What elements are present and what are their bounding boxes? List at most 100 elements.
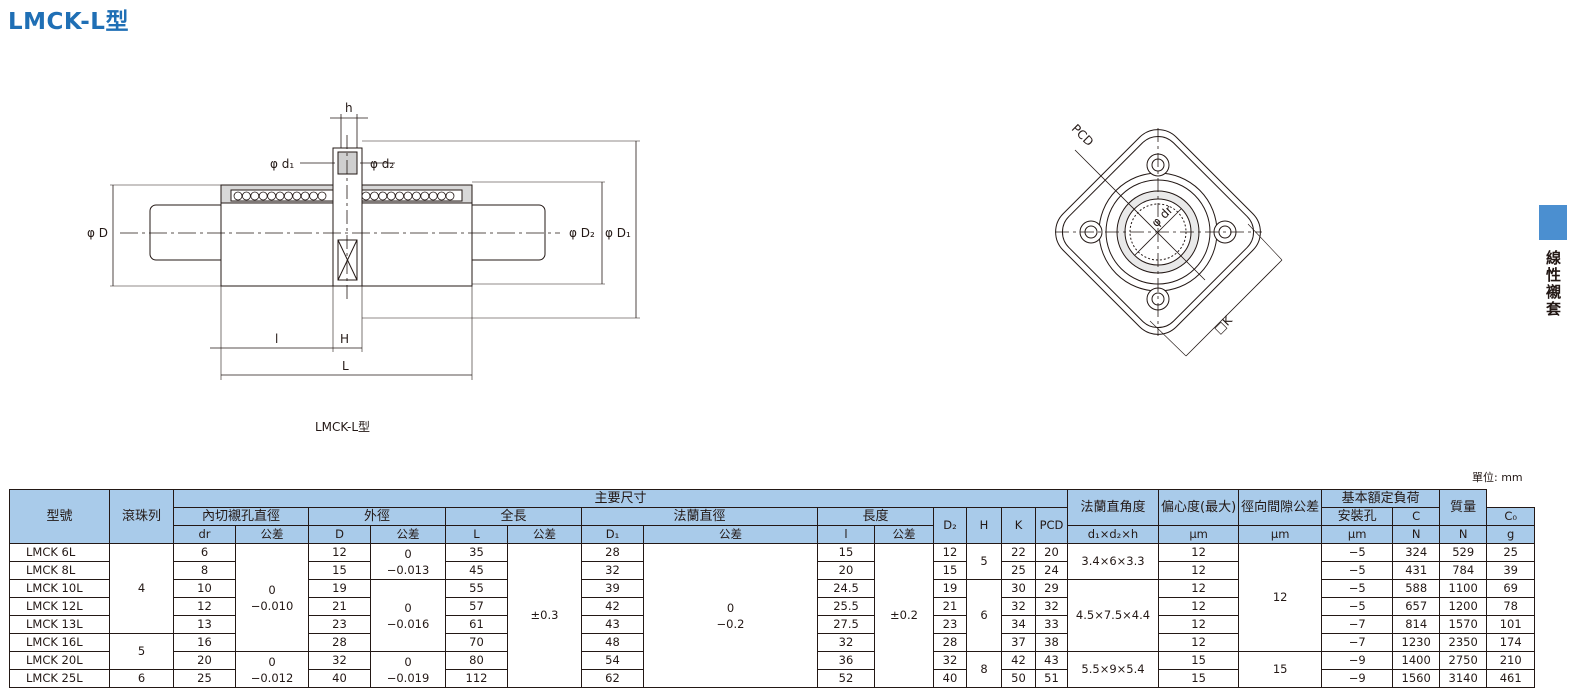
cell-D-tol: 0−0.013	[370, 543, 446, 580]
ball	[403, 191, 413, 201]
cell-ball-rows: 5	[109, 633, 174, 670]
ball	[292, 191, 302, 201]
label-d1: φ d₁	[270, 157, 294, 171]
ball	[437, 191, 447, 201]
th-L: L	[445, 525, 508, 544]
th-model: 型號	[9, 489, 110, 544]
table-row: LMCK 13L 13 23 61 43 27.5 23 34 33 12 −7…	[9, 615, 1536, 634]
cell-model: LMCK 20L	[9, 651, 110, 670]
cell-dr: 25	[173, 669, 236, 688]
sleeve-left	[220, 191, 334, 287]
cell-D1: 54	[581, 651, 644, 670]
cell-K: 50	[1001, 669, 1036, 688]
cell-dr: 8	[173, 561, 236, 580]
cell-C0: 784	[1439, 561, 1488, 580]
cell-D1-tol: 0−0.2	[643, 543, 818, 688]
cell-dr: 16	[173, 633, 236, 652]
cell-D2: 32	[933, 651, 967, 670]
cell-perp: 12	[1157, 633, 1240, 652]
cell-C: 588	[1392, 579, 1441, 598]
th-D1: D₁	[581, 525, 644, 544]
page-title: LMCK-L型	[8, 9, 129, 35]
cell-PCD: 32	[1035, 597, 1068, 616]
cell-K: 22	[1001, 543, 1036, 562]
cell-K: 34	[1001, 615, 1036, 634]
ball	[420, 191, 430, 201]
cell-D1: 28	[581, 543, 644, 562]
label-H: H	[340, 332, 349, 346]
cell-D1: 62	[581, 669, 644, 688]
label-D1: φ D₁	[605, 226, 631, 240]
ball	[233, 191, 243, 201]
cell-perp: 12	[1157, 543, 1240, 562]
cell-C0: 3140	[1439, 669, 1488, 688]
table-row: LMCK 6L 4 6 0−0.010 12 0−0.013 35 ±0.3 2…	[9, 543, 1536, 688]
cell-l: 52	[817, 669, 875, 688]
cell-l: 20	[817, 561, 875, 580]
th-length: 長度	[817, 507, 934, 526]
ball	[317, 191, 327, 201]
table-row: LMCK 16L 5 16 28 70 48 32 28 37 38 12 −7…	[9, 633, 1536, 670]
th-D: D	[308, 525, 371, 544]
cell-H: 5	[966, 543, 1002, 580]
ball	[445, 191, 455, 201]
ball	[258, 191, 268, 201]
cell-L: 61	[445, 615, 508, 634]
ball	[267, 191, 277, 201]
cell-D: 21	[308, 597, 371, 616]
cell-D: 12	[308, 543, 371, 562]
th-C0-unit: N	[1439, 525, 1488, 544]
th-D2: D₂	[933, 507, 967, 544]
th-radial-clearance: 徑向間隙公差	[1238, 489, 1323, 526]
cell-C: 1400	[1392, 651, 1441, 670]
th-perpendicularity: 法蘭直角度	[1067, 489, 1159, 526]
ball	[386, 191, 396, 201]
cell-perp: 12	[1157, 597, 1240, 616]
th-total-length: 全長	[445, 507, 582, 526]
side-tab-label: 線性襯套	[1544, 250, 1562, 318]
cell-l-tol: ±0.2	[874, 543, 934, 688]
th-PCD: PCD	[1035, 507, 1068, 544]
th-D1-tol: 公差	[643, 525, 818, 544]
cell-C0: 1100	[1439, 579, 1488, 598]
cell-L-tol: ±0.3	[507, 543, 582, 688]
cell-model: LMCK 8L	[9, 561, 110, 580]
cell-L: 112	[445, 669, 508, 688]
cell-mass: 461	[1486, 669, 1536, 688]
th-C: C	[1392, 507, 1441, 526]
label-D2: φ D₂	[569, 226, 595, 240]
th-l-tol: 公差	[874, 525, 934, 544]
cell-perp: 12	[1157, 561, 1240, 580]
cell-PCD: 51	[1035, 669, 1068, 688]
spec-table: 型號 滾珠列 主要尺寸 法蘭直角度 偏心度(最大) 徑向間隙公差 基本額定負荷 …	[9, 489, 1536, 688]
cell-mass: 174	[1486, 633, 1536, 652]
ball	[428, 191, 438, 201]
th-l: l	[817, 525, 875, 544]
cell-L: 45	[445, 561, 508, 580]
cell-D2: 19	[933, 579, 967, 598]
cell-l: 15	[817, 543, 875, 562]
cell-model: LMCK 25L	[9, 669, 110, 688]
cell-PCD: 20	[1035, 543, 1068, 562]
label-l: l	[275, 332, 278, 346]
cell-D1: 32	[581, 561, 644, 580]
th-rad-unit: μm	[1321, 525, 1394, 544]
th-mass-unit: g	[1486, 525, 1536, 544]
cell-perp: 15	[1157, 651, 1240, 670]
cell-K: 42	[1001, 651, 1036, 670]
cell-K: 30	[1001, 579, 1036, 598]
th-outer-diameter: 外徑	[308, 507, 446, 526]
cell-D2: 28	[933, 633, 967, 652]
th-C0: C₀	[1486, 507, 1536, 526]
th-L-tol: 公差	[507, 525, 582, 544]
cell-dr: 12	[173, 597, 236, 616]
cell-rad: −5	[1321, 543, 1394, 562]
ball	[250, 191, 260, 201]
cell-model: LMCK 10L	[9, 579, 110, 598]
ball	[395, 191, 405, 201]
cell-l: 32	[817, 633, 875, 652]
cell-rad: −5	[1321, 579, 1394, 598]
cell-D2: 21	[933, 597, 967, 616]
cell-mass: 101	[1486, 615, 1536, 634]
cell-ecc: 12	[1238, 543, 1323, 652]
